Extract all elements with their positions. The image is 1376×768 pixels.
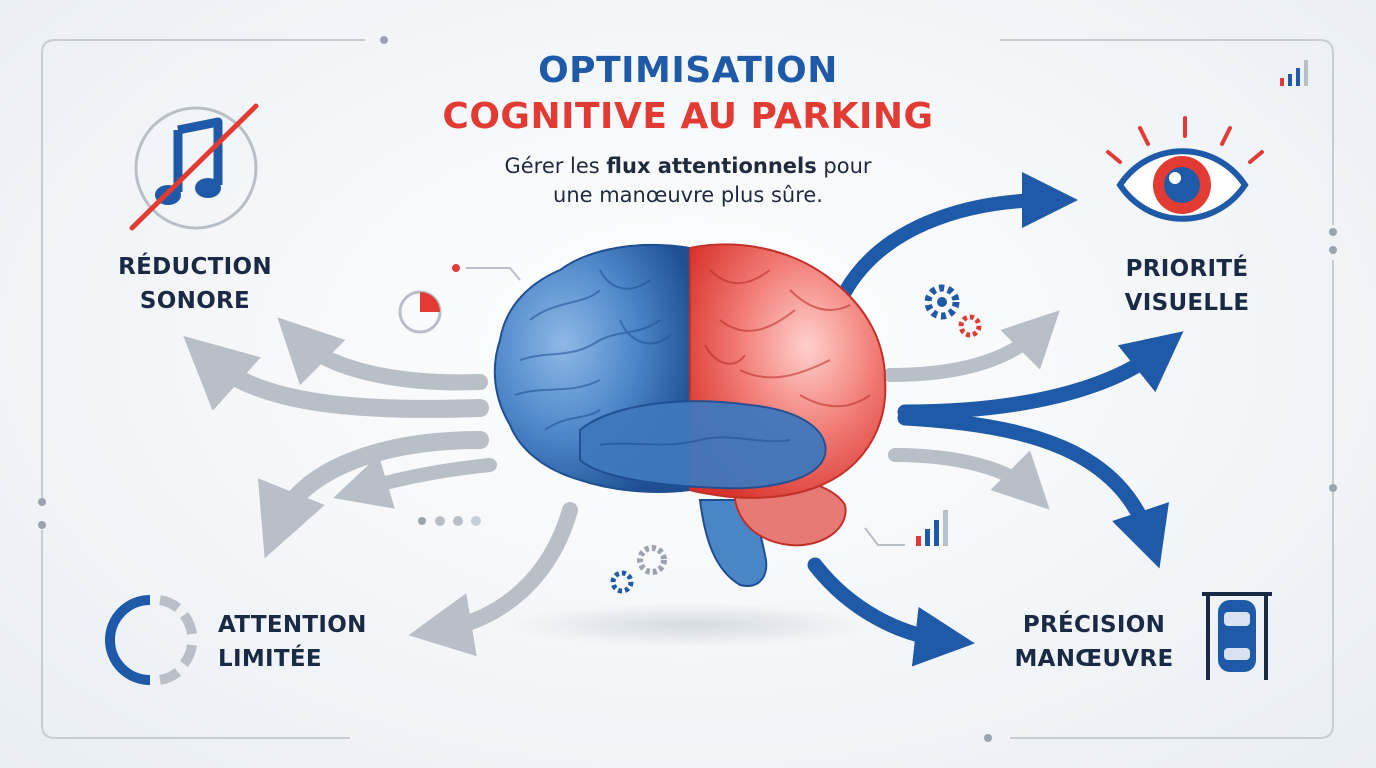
decor-dots xyxy=(38,36,1337,742)
brain-shadow xyxy=(510,603,870,647)
arrow-left-mid xyxy=(333,455,497,509)
grey-arrows-right xyxy=(883,310,1060,510)
title-line-1: OPTIMISATION xyxy=(538,50,838,91)
frame-lines xyxy=(41,39,1334,739)
label-reduction-line1: RÉDUCTION xyxy=(118,254,272,280)
arrow-right-lower-grey xyxy=(888,448,1050,510)
temporal-lobe xyxy=(579,400,827,490)
progress-ring-icon xyxy=(105,595,197,685)
gear-icon-bottom xyxy=(610,545,667,594)
arrow-right-upper-grey xyxy=(883,310,1060,382)
label-attention-limitee: ATTENTION LIMITÉE xyxy=(218,608,408,676)
bar-chart-icon-center xyxy=(864,510,948,546)
dots-indicator xyxy=(418,516,481,526)
arrow-to-sound-upper xyxy=(277,317,488,391)
mini-pie-icon xyxy=(398,264,521,334)
brain-folds xyxy=(514,269,791,446)
arrow-to-precision xyxy=(807,557,975,667)
blue-arrows xyxy=(807,172,1184,667)
parked-car-icon xyxy=(1202,592,1272,680)
grey-arrows-left xyxy=(183,317,578,657)
label-attention-line2: LIMITÉE xyxy=(218,646,322,672)
label-priorite-visuelle: PRIORITÉ VISUELLE xyxy=(1098,252,1276,320)
subtitle-suffix: pour xyxy=(816,154,872,178)
subtitle-line-2: une manœuvre plus sûre. xyxy=(553,183,823,207)
arrow-to-attention-bottom xyxy=(408,502,578,657)
gear-icon-top-right xyxy=(924,284,982,338)
subtitle-bold: flux attentionnels xyxy=(606,154,817,178)
arrow-to-visual-top xyxy=(838,172,1078,299)
label-reduction-line2: SONORE xyxy=(139,288,251,314)
arrow-to-precision-side xyxy=(897,410,1169,569)
eye-icon xyxy=(1106,116,1264,222)
label-precision-line1: PRÉCISION xyxy=(1022,612,1166,638)
label-visual-line2: VISUELLE xyxy=(1124,290,1250,316)
label-precision-line2: MANŒUVRE xyxy=(1014,646,1174,672)
label-attention-line1: ATTENTION xyxy=(218,612,367,638)
label-precision-manoeuvre: PRÉCISION MANŒUVRE xyxy=(996,608,1192,676)
title-line-2: COGNITIVE AU PARKING xyxy=(442,96,934,137)
muted-music-icon xyxy=(129,103,259,231)
arrow-to-sound-lower xyxy=(183,335,489,418)
bar-chart-icon-corner xyxy=(1280,60,1308,86)
subtitle: Gérer les flux attentionnels pour une ma… xyxy=(388,152,988,210)
subtitle-prefix: Gérer les xyxy=(504,154,607,178)
brain-folds-red xyxy=(704,269,871,408)
label-reduction-sonore: RÉDUCTION SONORE xyxy=(100,250,290,318)
brain-illustration xyxy=(493,243,887,587)
label-visual-line1: PRIORITÉ xyxy=(1125,256,1249,282)
arrow-to-visual xyxy=(897,331,1184,420)
